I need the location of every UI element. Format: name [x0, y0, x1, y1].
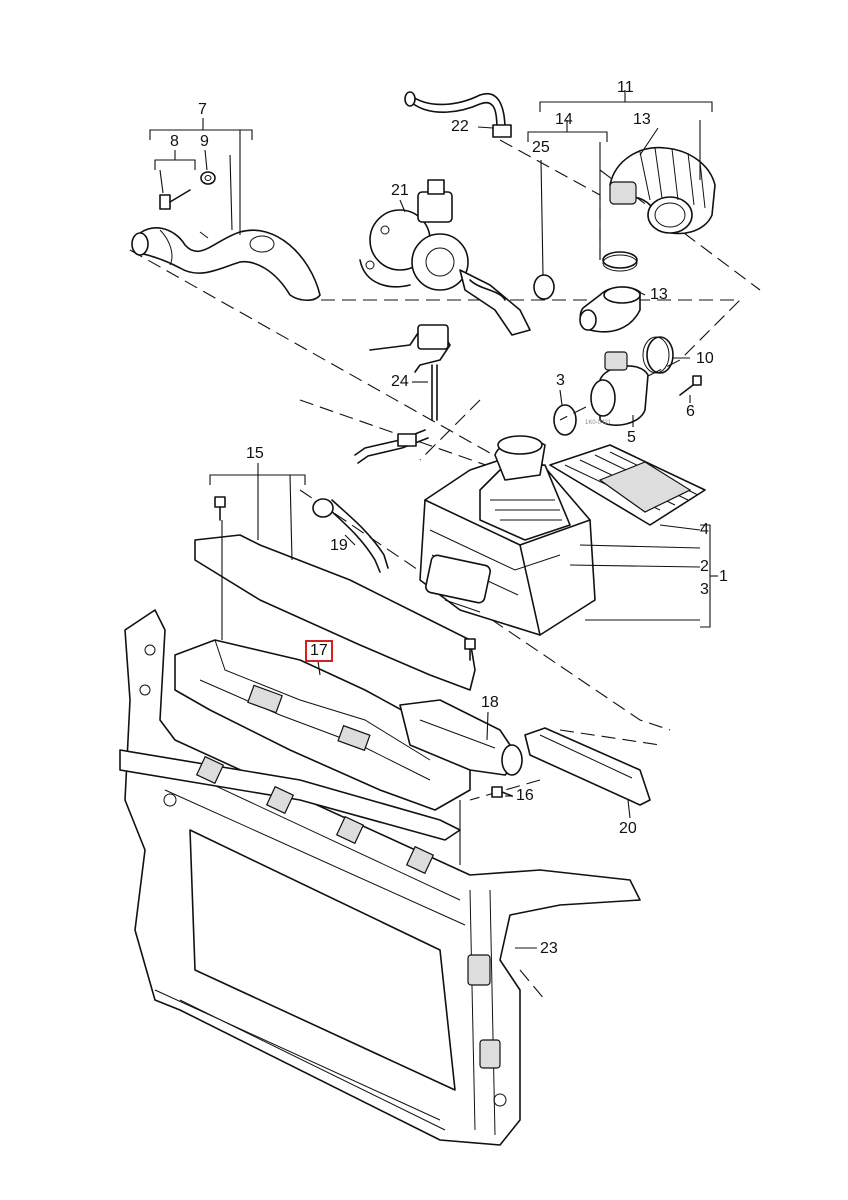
- part-6-screw: [679, 375, 702, 396]
- leader-lines: [149, 90, 718, 949]
- label-23: 23: [540, 940, 558, 957]
- label-24: 24: [391, 373, 409, 390]
- part-10-clamp: [642, 336, 674, 374]
- part-8-bolt: [159, 189, 191, 210]
- label-17-highlighted[interactable]: 17: [305, 640, 333, 662]
- label-3-upper: 3: [556, 372, 565, 389]
- label-9: 9: [200, 133, 209, 150]
- label-19: 19: [330, 537, 348, 554]
- part-11-intake-hose: [609, 146, 716, 235]
- part-9-washer: [200, 171, 216, 185]
- label-13-lower: 13: [650, 286, 668, 303]
- label-20: 20: [619, 820, 637, 837]
- part-4-filter-element: [549, 444, 706, 526]
- label-16: 16: [516, 787, 534, 804]
- label-15: 15: [246, 445, 264, 462]
- label-21: 21: [391, 182, 409, 199]
- part-17-air-duct: [174, 639, 471, 811]
- part-22-vent-hose: [404, 91, 512, 138]
- label-18: 18: [481, 694, 499, 711]
- part-5-air-mass-meter: [590, 351, 649, 426]
- part-21-turbocharger: [359, 179, 531, 336]
- part-19-breather-hose: [312, 429, 429, 573]
- label-7: 7: [198, 101, 207, 118]
- label-3-lower: 3: [700, 581, 709, 598]
- label-13-upper: 13: [633, 111, 651, 128]
- label-22: 22: [451, 118, 469, 135]
- label-1: 1: [719, 568, 728, 585]
- stamp-mark: 1K0-0421: [585, 420, 612, 426]
- label-25: 25: [532, 139, 550, 156]
- label-2: 2: [700, 558, 709, 575]
- part-14-elbow: [579, 286, 641, 333]
- part-23-lock-carrier: [119, 609, 641, 1146]
- label-5: 5: [627, 429, 636, 446]
- label-10: 10: [696, 350, 714, 367]
- part-1-air-filter-housing: [419, 435, 596, 636]
- part-13-clamp-upper: [602, 251, 638, 272]
- fastener-screws: [214, 496, 513, 798]
- label-4: 4: [700, 521, 709, 538]
- label-8: 8: [170, 133, 179, 150]
- part-15-air-guide: [194, 534, 476, 691]
- part-3-seal: [553, 404, 577, 436]
- part-25-o-ring: [533, 274, 555, 300]
- part-7-charge-hose: [131, 227, 321, 302]
- label-14: 14: [555, 111, 573, 128]
- label-11: 11: [617, 79, 634, 96]
- label-6: 6: [686, 403, 695, 420]
- part-18-air-duct: [399, 699, 523, 776]
- part-20-air-guide: [524, 727, 651, 806]
- part-24-bracket: [369, 324, 451, 421]
